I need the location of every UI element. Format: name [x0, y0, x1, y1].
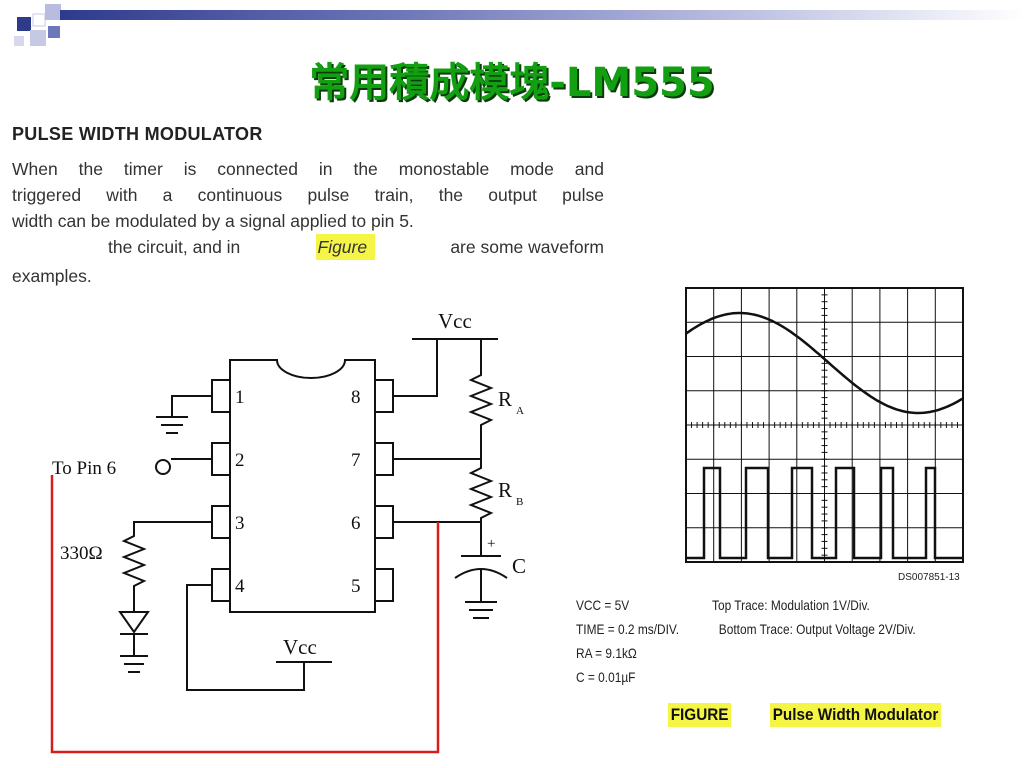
pin-label-6: 6: [351, 513, 361, 534]
paragraph-text: are some waveform: [450, 237, 604, 257]
paragraph-line-2: triggered with a continuous pulse train,…: [12, 185, 604, 205]
spec-row: VCC = 5V Top Trace: Modulation 1V/Div.: [576, 597, 870, 613]
rb-label: R: [498, 478, 512, 502]
scope-caption: DS007851-13: [898, 572, 960, 583]
figure-title: Pulse Width Modulator: [770, 703, 942, 727]
to-pin6-label: To Pin 6: [52, 458, 116, 479]
ground-icon: [120, 648, 148, 673]
spec-left: RA = 9.1kΩ: [576, 645, 637, 661]
slide-logo: [14, 4, 61, 46]
slide-title: 常用積成模塊-LM555: [309, 60, 715, 106]
pin-7: [374, 442, 394, 476]
input-terminal: [155, 459, 171, 475]
figure-label: FIGURE: [668, 703, 732, 727]
pin-6: [374, 505, 394, 539]
paragraph-line-4: the circuit, and in Figure are some wave…: [108, 234, 604, 260]
pin-label-8: 8: [351, 387, 361, 408]
pin-5: [374, 568, 394, 602]
pin-1: [211, 379, 231, 413]
paragraph-text: the circuit, and in: [108, 237, 241, 257]
diode-icon: [118, 611, 150, 648]
rb-subscript: B: [516, 496, 523, 508]
ic-body: [229, 359, 376, 613]
capacitor-plate: [454, 568, 508, 579]
pin-8: [374, 379, 394, 413]
capacitor-label: C: [512, 554, 526, 578]
oscilloscope-display: [685, 287, 964, 563]
section-heading: PULSE WIDTH MODULATOR: [12, 124, 263, 144]
paragraph-line-3: width can be modulated by a signal appli…: [12, 211, 414, 231]
resistor-330-label: 330Ω: [60, 543, 103, 564]
paragraph-line-1: When the timer is connected in the monos…: [12, 159, 604, 179]
capacitor-plus: +: [487, 536, 495, 552]
ra-label: R: [498, 387, 512, 411]
ground-icon: [465, 601, 497, 619]
pin-label-7: 7: [351, 450, 361, 471]
pwm-schematic: 1 2 3 4 5 6 7 8 Vcc Vcc R A R B C + 330Ω…: [50, 309, 526, 754]
pin-label-1: 1: [235, 387, 245, 408]
pin8-wire: [393, 339, 438, 397]
resistor-ra: [468, 339, 494, 459]
spec-row: RA = 9.1kΩ: [576, 645, 637, 661]
paragraph-line-5: examples.: [12, 266, 92, 286]
figure-highlight: Figure: [315, 234, 376, 260]
pin1-wire: [171, 395, 212, 417]
pin-label-3: 3: [235, 513, 245, 534]
resistor-330: [121, 521, 212, 612]
vcc-label: Vcc: [438, 309, 472, 333]
modulation-trace: [685, 311, 964, 415]
spec-right: Top Trace: Modulation 1V/Div.: [712, 597, 870, 613]
pin-label-4: 4: [235, 576, 245, 597]
resistor-rb: [468, 459, 494, 556]
spec-left: VCC = 5V: [576, 597, 630, 613]
pin-4: [211, 568, 231, 602]
pin-2: [211, 442, 231, 476]
title-bar: [60, 10, 1024, 20]
pin-label-2: 2: [235, 450, 245, 471]
spec-row: TIME = 0.2 ms/DIV. Bottom Trace: Output V…: [576, 621, 916, 637]
spec-left: TIME = 0.2 ms/DIV.: [576, 621, 680, 637]
output-trace: [686, 466, 963, 560]
pin-3: [211, 505, 231, 539]
ra-subscript: A: [516, 405, 524, 417]
spec-left: C = 0.01µF: [576, 669, 636, 685]
spec-right: Bottom Trace: Output Voltage 2V/Div.: [718, 621, 916, 637]
spec-row: C = 0.01µF: [576, 669, 635, 685]
vcc-label: Vcc: [283, 635, 317, 659]
red-wire: [50, 475, 440, 754]
ground-icon: [156, 416, 188, 434]
pin-label-5: 5: [351, 576, 361, 597]
pin4-wire: [186, 584, 305, 691]
